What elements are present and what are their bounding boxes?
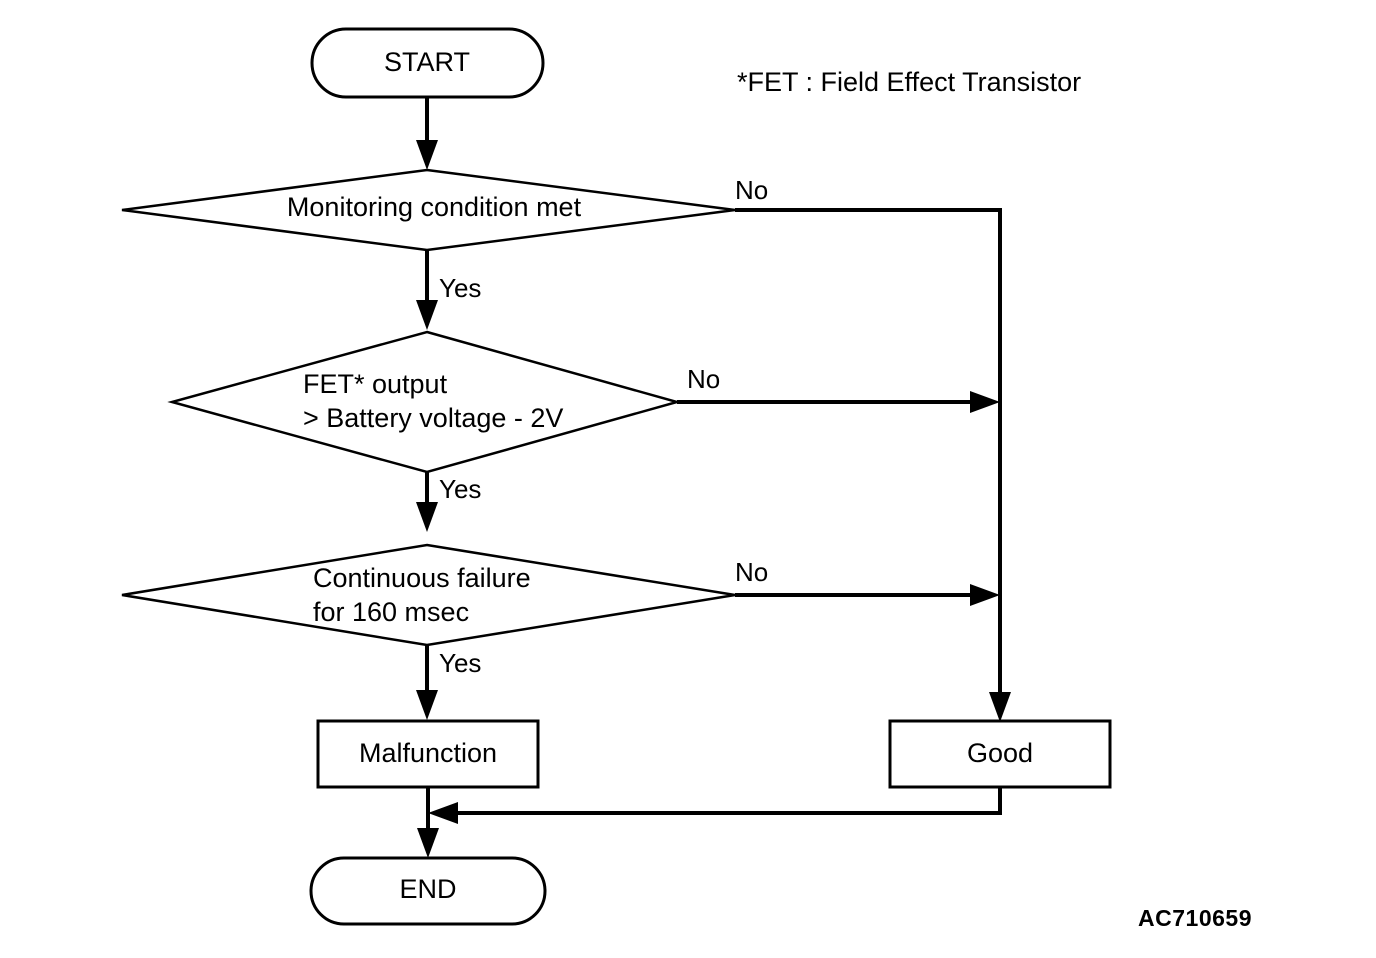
node-decision-continuous-failure: Continuous failure for 160 msec — [121, 543, 736, 647]
edge-decision3-yes: Yes — [416, 645, 481, 720]
decision3-diamond-shape — [121, 543, 736, 647]
good-label: Good — [967, 738, 1033, 768]
edge-decision2-no-arrowhead — [970, 391, 1000, 413]
decision3-label-line1: Continuous failure — [313, 563, 531, 593]
edge-decision1-yes: Yes — [416, 250, 481, 330]
node-malfunction: Malfunction — [316, 719, 540, 789]
edge-decision1-no: No — [735, 175, 1011, 722]
edge-decision2-yes: Yes — [416, 472, 481, 532]
edge-decision1-yes-label: Yes — [439, 273, 481, 303]
decision1-label: Monitoring condition met — [287, 192, 582, 222]
node-good: Good — [888, 719, 1112, 789]
fet-legend-note: *FET : Field Effect Transistor — [737, 67, 1081, 97]
end-label: END — [399, 874, 456, 904]
edge-decision1-no-arrowhead — [989, 692, 1011, 722]
edge-decision2-no-label: No — [687, 364, 720, 394]
edge-decision2-no: No — [677, 364, 1000, 413]
node-decision-fet-output: FET* output > Battery voltage - 2V — [167, 330, 682, 474]
decision2-label-line1: FET* output — [303, 369, 448, 399]
node-decision-monitoring-condition: Monitoring condition met — [121, 168, 736, 252]
edge-decision3-yes-arrowhead — [416, 690, 438, 720]
decision2-diamond-shape — [167, 330, 682, 474]
node-start: START — [310, 27, 545, 99]
edge-malfunction-to-end-arrowhead — [417, 828, 439, 858]
edge-start-to-decision1 — [416, 97, 438, 170]
start-label: START — [384, 47, 470, 77]
end-terminator-shape — [309, 856, 547, 926]
edge-decision3-no-label: No — [735, 557, 768, 587]
edge-decision2-yes-label: Yes — [439, 474, 481, 504]
edge-start-to-decision1-arrowhead — [416, 140, 438, 170]
edge-decision1-yes-arrowhead — [416, 300, 438, 330]
decision2-label-line2: > Battery voltage - 2V — [303, 403, 563, 433]
decision3-label-line2: for 160 msec — [313, 597, 469, 627]
edge-good-to-end-merge — [428, 787, 1002, 824]
edge-decision1-no-label: No — [735, 175, 768, 205]
edge-decision1-no-line — [735, 208, 1002, 706]
figure-code-label: AC710659 — [1138, 905, 1252, 931]
edge-decision2-yes-arrowhead — [416, 502, 438, 532]
malfunction-label: Malfunction — [359, 738, 497, 768]
edge-good-to-end-merge-line — [446, 787, 1002, 815]
edge-decision3-no-arrowhead — [970, 584, 1000, 606]
edge-decision3-yes-label: Yes — [439, 648, 481, 678]
edge-decision3-no: No — [735, 557, 1000, 606]
edge-good-to-end-merge-arrowhead — [428, 802, 458, 824]
edge-malfunction-to-end — [417, 787, 439, 858]
node-end: END — [309, 856, 547, 926]
